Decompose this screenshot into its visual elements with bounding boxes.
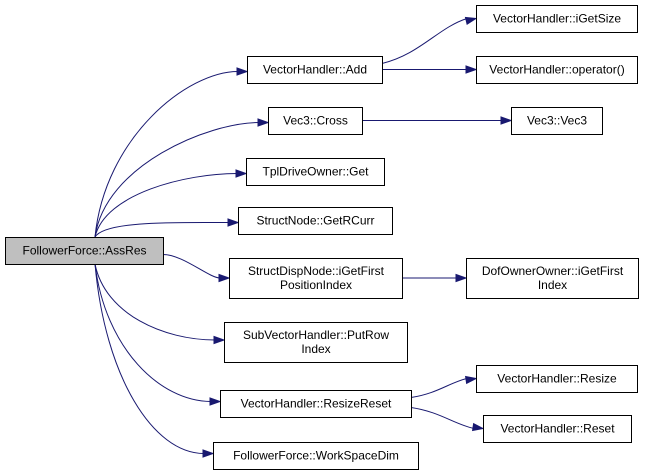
node-box (268, 107, 363, 135)
edge-line (94, 263, 216, 341)
call-edge (381, 16, 478, 64)
edge-line (94, 263, 212, 402)
node-label: Vec3::Vec3 (527, 114, 587, 128)
edge-arrowhead (257, 118, 270, 127)
node-label: FollowerForce::AssRes (22, 244, 146, 258)
edge-arrowhead (465, 65, 478, 74)
edge-arrowhead (213, 335, 226, 345)
node-box (476, 5, 638, 33)
node-ff-workspacedim[interactable]: FollowerForce::WorkSpaceDim (213, 442, 419, 470)
call-graph-nodes: FollowerForce::AssResVectorHandler::AddV… (5, 5, 639, 470)
node-label: VectorHandler::Add (263, 63, 367, 77)
node-label: VectorHandler::ResizeReset (241, 397, 392, 411)
node-label: TplDriveOwner::Get (262, 165, 369, 179)
node-label: StructDispNode::iGetFirst (248, 264, 385, 278)
call-edge (94, 263, 222, 406)
node-label: FollowerForce::WorkSpaceDim (233, 449, 399, 463)
node-sn-getrcurr[interactable]: StructNode::GetRCurr (238, 207, 393, 235)
node-label: Index (538, 278, 567, 292)
node-box (229, 258, 403, 299)
node-box (238, 207, 393, 235)
node-root[interactable]: FollowerForce::AssRes (5, 237, 164, 265)
edge-arrowhead (227, 218, 240, 227)
edge-line (381, 18, 468, 64)
edge-arrowhead (218, 273, 231, 283)
node-vh-add[interactable]: VectorHandler::Add (247, 56, 383, 84)
node-box (246, 158, 385, 186)
edge-line (410, 407, 475, 429)
node-box (466, 258, 639, 299)
call-edge (94, 263, 226, 345)
edge-arrowhead (235, 169, 248, 178)
edge-line (94, 221, 230, 238)
edge-arrowhead (236, 67, 249, 76)
edge-arrowhead (472, 422, 485, 432)
edge-line (162, 254, 221, 279)
node-box (220, 390, 412, 418)
node-label: VectorHandler::Reset (500, 422, 615, 436)
node-label: StructNode::GetRCurr (256, 214, 374, 228)
node-label: Index (301, 342, 330, 356)
edge-line (410, 378, 468, 398)
node-vec3-cross[interactable]: Vec3::Cross (268, 107, 363, 135)
call-edge (410, 375, 478, 398)
edge-arrowhead (455, 273, 468, 283)
node-label: VectorHandler::operator() (489, 63, 624, 77)
call-edge (362, 116, 513, 125)
node-label: VectorHandler::Resize (497, 372, 617, 386)
node-box (224, 322, 408, 363)
node-box (476, 56, 638, 84)
node-vh-reset[interactable]: VectorHandler::Reset (483, 415, 632, 443)
edge-arrowhead (500, 116, 513, 125)
node-box (5, 237, 164, 265)
edge-arrowhead (465, 375, 478, 385)
node-box (476, 365, 638, 393)
node-label: DofOwnerOwner::iGetFirst (482, 264, 624, 278)
node-tpl-get[interactable]: TplDriveOwner::Get (246, 158, 385, 186)
node-label: PositionIndex (280, 278, 352, 292)
node-box (511, 107, 603, 135)
node-vh-resizereset[interactable]: VectorHandler::ResizeReset (220, 390, 412, 418)
node-box (247, 56, 383, 84)
edge-arrowhead (202, 449, 215, 458)
call-edge (382, 65, 478, 74)
node-vec3-vec3[interactable]: Vec3::Vec3 (511, 107, 603, 135)
edge-arrowhead (209, 397, 222, 406)
call-edge (402, 273, 468, 283)
call-edge (94, 67, 249, 238)
node-box (483, 415, 632, 443)
call-edge (94, 169, 248, 238)
node-label: Vec3::Cross (283, 114, 348, 128)
node-label: VectorHandler::iGetSize (493, 12, 621, 26)
node-vh-igetsize[interactable]: VectorHandler::iGetSize (476, 5, 638, 33)
edge-line (94, 173, 238, 238)
call-edge (162, 254, 231, 283)
node-vh-resize[interactable]: VectorHandler::Resize (476, 365, 638, 393)
edge-arrowhead (464, 16, 478, 26)
node-box (213, 442, 419, 470)
node-label: SubVectorHandler::PutRow (243, 328, 389, 342)
call-graph-edges (94, 16, 513, 458)
call-edge (94, 263, 215, 458)
call-edge (94, 118, 270, 238)
node-vh-operator[interactable]: VectorHandler::operator() (476, 56, 638, 84)
call-edge (410, 407, 485, 432)
edge-line (94, 71, 239, 238)
edge-line (94, 263, 205, 454)
call-edge (94, 218, 240, 238)
edge-line (94, 122, 260, 238)
